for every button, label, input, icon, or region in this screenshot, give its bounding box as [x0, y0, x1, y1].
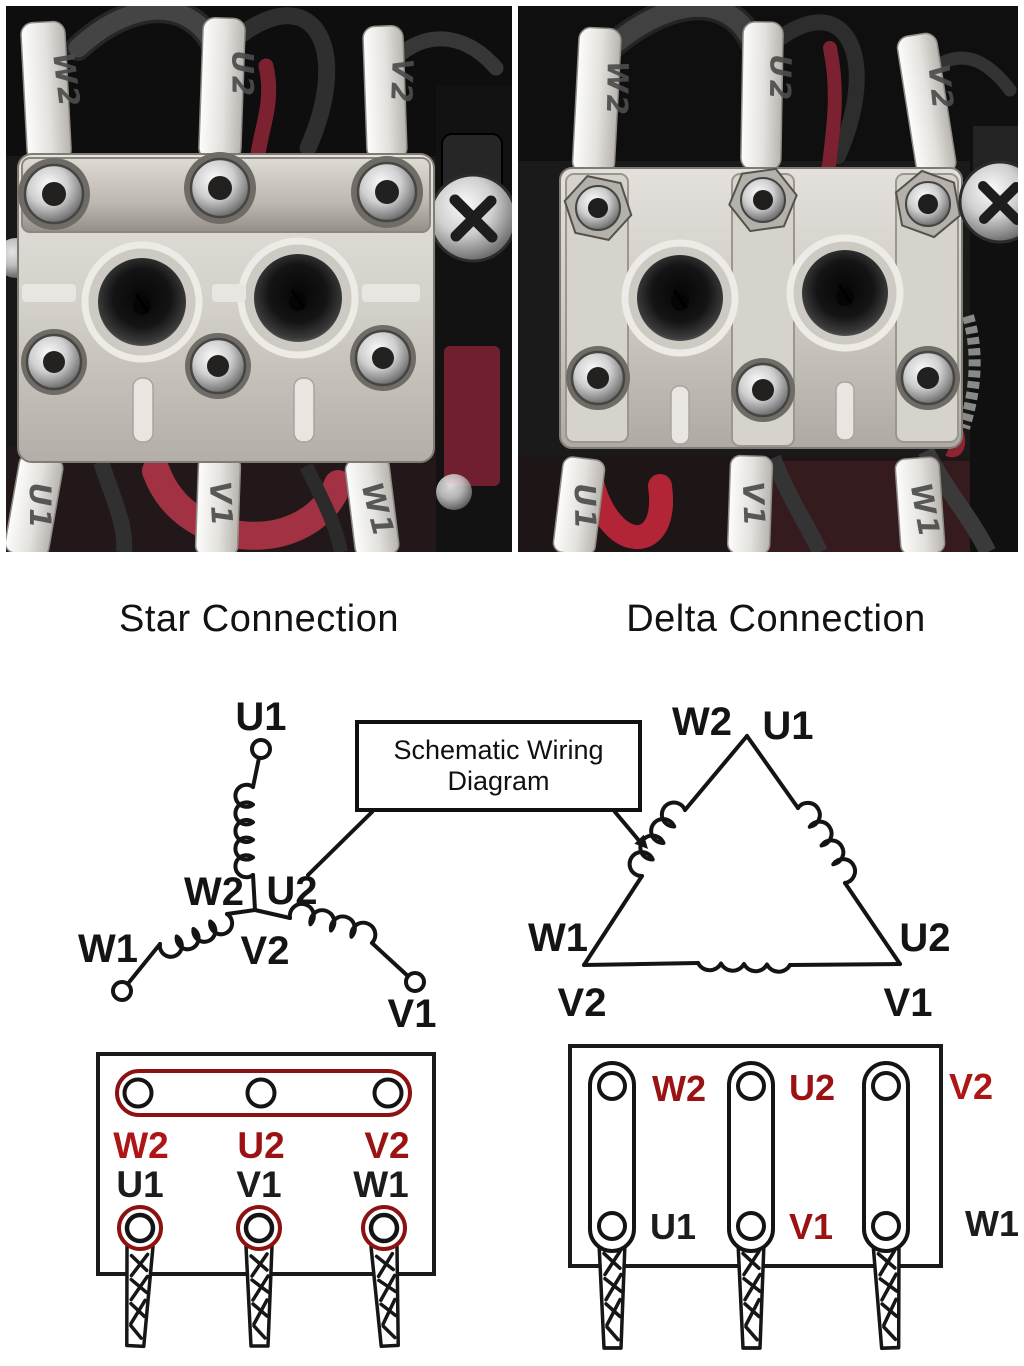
block-hole: [786, 234, 904, 352]
coil-bottom: [696, 961, 792, 974]
braided-wire: [958, 314, 981, 430]
label-U2: U2: [237, 1125, 284, 1166]
terminal-hole: [122, 1077, 154, 1109]
label-V2: V2: [241, 929, 290, 973]
star-caption: Star Connection: [119, 598, 399, 640]
delta-terminal-box: W2 U2 V2 U1 V1 W1: [568, 1044, 1019, 1351]
red-cable-strip: [444, 346, 500, 486]
terminal-hole: [736, 1211, 766, 1241]
wire-label: U2: [225, 50, 259, 98]
delta-terminal-photo: U1 V1 W1 W2 U2: [518, 6, 1018, 552]
label-W1: W1: [353, 1164, 409, 1205]
mount-screw: [958, 160, 1018, 244]
terminal-hole: [736, 1071, 766, 1101]
wire-label: W2: [46, 50, 87, 110]
callout-line2: Diagram: [447, 766, 550, 796]
coil-V: [287, 901, 378, 945]
label-W1: W1: [528, 916, 588, 960]
star-terminal-photo: U1 V1 W1 W2 U2: [6, 6, 512, 552]
bottom-wires: [93, 457, 352, 552]
label-V1: V1: [388, 992, 437, 1036]
terminal-hole: [372, 1077, 404, 1109]
top-wire-sleeves: W2 U2 V2: [571, 21, 960, 178]
terminal-hole: [871, 1211, 901, 1241]
coil-W: [157, 912, 235, 959]
bottom-wire-sleeves: U1 V1 W1: [552, 454, 947, 552]
label-V1: V1: [789, 1206, 833, 1247]
wire-label: V2: [921, 62, 960, 112]
wire-label: V1: [203, 480, 239, 528]
wire-label: V1: [736, 481, 772, 529]
terminal-hole: [871, 1071, 901, 1101]
red-wire: [250, 58, 277, 162]
terminal-hole: [597, 1211, 627, 1241]
star-terminal-photo-art: U1 V1 W1 W2 U2: [6, 6, 512, 552]
label-U1: U1: [235, 695, 286, 739]
delta-schematic: W2 U1 W1 V2 U2 V1: [528, 700, 951, 1025]
terminal-hole: [245, 1077, 277, 1109]
block-hole: [237, 237, 359, 359]
phillips-screw-icon: [958, 160, 1018, 244]
label-U2: U2: [789, 1067, 835, 1108]
terminal-hole: [597, 1071, 627, 1101]
callout-line1: Schematic Wiring: [393, 735, 604, 765]
terminal-W1: [111, 980, 133, 1002]
label-W2: W2: [113, 1125, 169, 1166]
label-W1: W1: [78, 927, 138, 971]
arrowhead-icon: [634, 834, 648, 849]
vertical-links: [588, 1061, 910, 1253]
cable-lugs: [117, 1205, 407, 1251]
callout-leaders: [306, 810, 648, 877]
coil-left: [627, 800, 687, 879]
terminal-bolts: [563, 167, 962, 422]
terminal-V1: [404, 971, 426, 993]
wire-label: W2: [600, 60, 635, 117]
bottom-wire-sleeves: U1 V1 W1: [6, 453, 401, 552]
label-W2: W2: [672, 700, 732, 744]
label-V1: V1: [884, 981, 933, 1025]
block-hole: [81, 241, 203, 363]
label-W2: W2: [652, 1068, 706, 1109]
label-V2: V2: [558, 981, 607, 1025]
delta-terminal-photo-art: U1 V1 W1 W2 U2: [518, 6, 1018, 552]
schematic-diagrams: U1 W2 U2 V2 W1 V1 W2 U1 W1 V2 U2 V1: [78, 695, 951, 1036]
label-V2: V2: [949, 1066, 993, 1107]
label-U2: U2: [899, 916, 950, 960]
coil-right: [796, 800, 858, 885]
wire-label: V2: [384, 57, 420, 105]
label-V2: V2: [364, 1125, 409, 1166]
label-W1: W1: [965, 1203, 1019, 1244]
label-U1: U1: [650, 1206, 696, 1247]
terminal-U1: [250, 738, 272, 760]
terminal-box-diagrams: W2 U2 V2 U1 V1 W1: [96, 1044, 1019, 1351]
wire-label: U1: [568, 483, 603, 531]
label-W2: W2: [184, 870, 244, 914]
top-wire-sleeves: W2 U2 V2: [20, 16, 420, 164]
wire-label: U2: [763, 54, 798, 102]
label-U1: U1: [762, 704, 813, 748]
label-U1: U1: [116, 1164, 163, 1205]
terminal-block: [17, 153, 435, 463]
schematic-callout: Schematic Wiring Diagram: [355, 720, 642, 812]
red-wire: [821, 41, 842, 181]
coil-U: [233, 782, 255, 880]
delta-caption: Delta Connection: [626, 598, 926, 640]
label-V1: V1: [236, 1164, 281, 1205]
terminal-screws: [18, 152, 423, 399]
block-hole: [621, 239, 739, 357]
mounting-bracket: [6, 133, 512, 510]
star-terminal-box: W2 U2 V2 U1 V1 W1: [96, 1052, 436, 1349]
wire-label: U1: [23, 483, 57, 531]
